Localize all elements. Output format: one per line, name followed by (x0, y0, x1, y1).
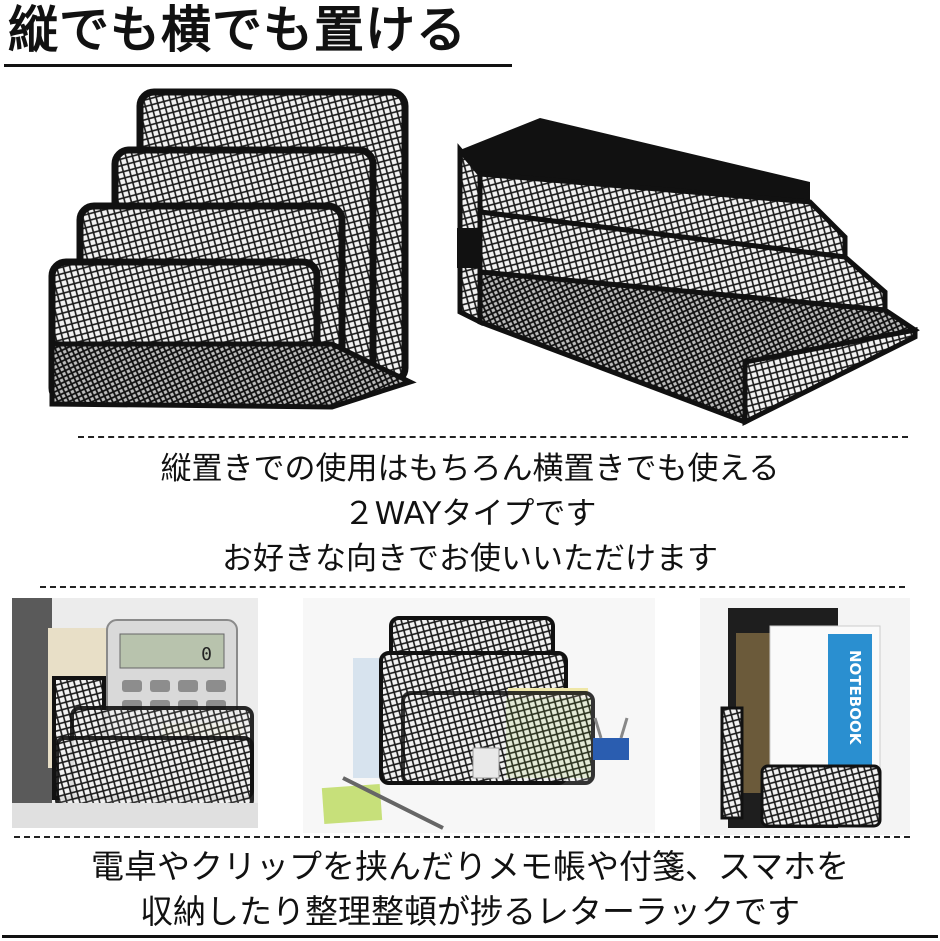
bottom-rule (2, 935, 938, 938)
calculator-display-text: 0 (201, 644, 212, 665)
notebook-label-text: NOTEBOOK (846, 650, 864, 746)
divider-middle (40, 586, 905, 588)
photo-notes (303, 598, 655, 833)
horizontal-rack (457, 118, 920, 427)
divider-top (78, 436, 908, 438)
caption-line-3: お好きな向きでお使いいただけます (222, 541, 718, 577)
vertical-rack (48, 88, 417, 410)
product-illustration-top (48, 88, 920, 427)
caption-line-2: ２WAYタイプです (343, 496, 597, 532)
bottom-caption-line-2: 収納したり整理整頓が捗るレターラックです (140, 892, 800, 931)
photo-calculator: 0 (12, 598, 258, 828)
headline: 縦でも横でも置ける (8, 1, 467, 59)
divider-bottom (14, 836, 910, 838)
headline-underline (4, 64, 512, 67)
photo-notebook: NOTEBOOK (700, 598, 910, 835)
caption-line-1: 縦置きでの使用はもちろん横置きでも使える (160, 451, 780, 487)
bottom-caption-line-1: 電卓やクリップを挟んだりメモ帳や付箋、スマホを (90, 847, 849, 886)
